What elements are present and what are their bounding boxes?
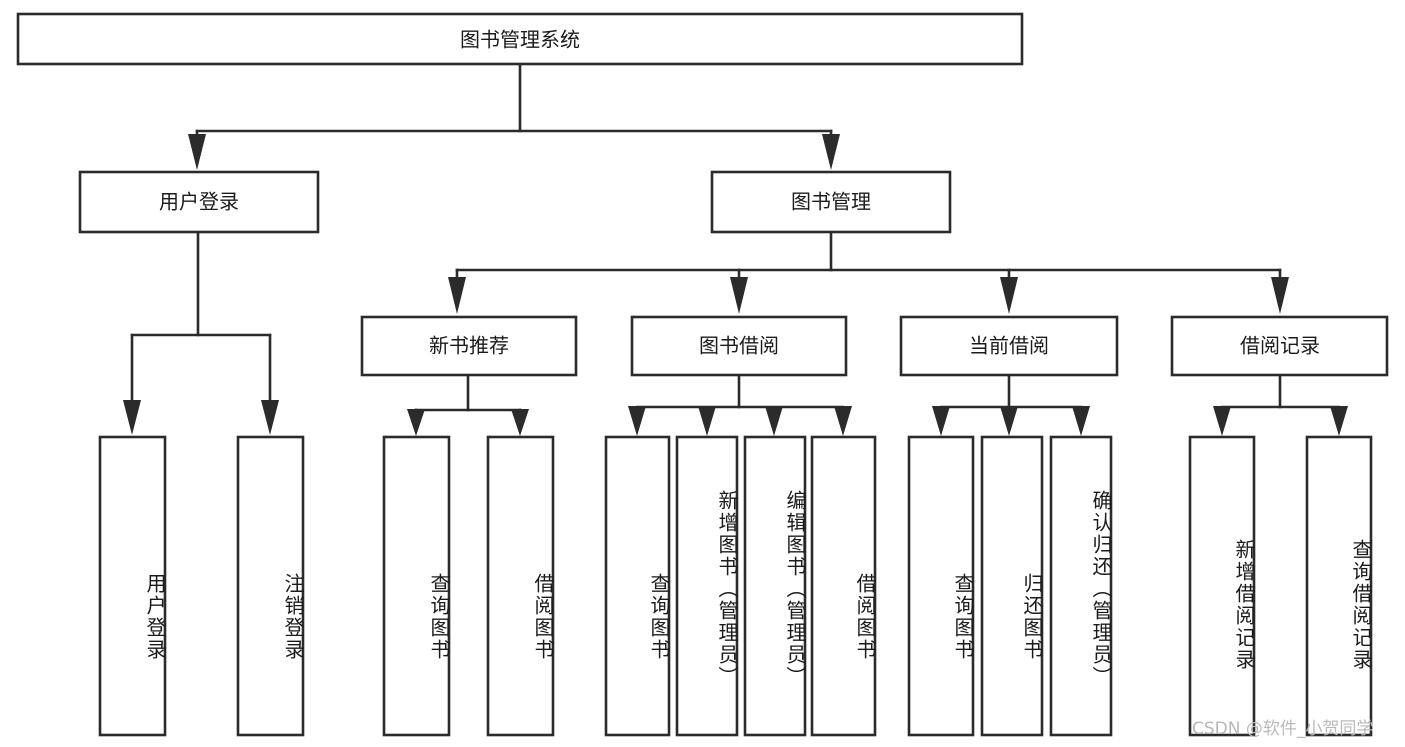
node-borrow-record[interactable]: 借阅记录	[1170, 315, 1389, 377]
node-book-manage[interactable]: 图书管理	[710, 170, 952, 234]
node-user-login-box[interactable]	[78, 170, 320, 234]
arrow-to-user-login-leaf	[123, 400, 141, 435]
leaf-box-confirm-return-admin[interactable]	[1049, 435, 1113, 737]
arrow-to-currentborrow-leaf-3	[1072, 406, 1090, 436]
arrow-to-borrowrecord-leaf-2	[1330, 406, 1348, 436]
arrow-to-user-login	[188, 134, 206, 170]
node-book-manage-box[interactable]	[710, 170, 952, 234]
node-book-borrow[interactable]: 图书借阅	[630, 315, 848, 377]
leaf-box-add-book-admin[interactable]	[675, 435, 739, 737]
arrow-to-currentborrow-leaf-1	[932, 406, 950, 436]
arrow-to-bookborrow-leaf-2	[698, 406, 716, 436]
node-new-book-recommend-label: 新书推荐	[429, 334, 509, 358]
arrow-to-bookborrow-leaf-3	[765, 406, 783, 436]
leaf-box-query-book-2[interactable]	[604, 435, 671, 737]
arrow-to-borrow-record	[1271, 277, 1289, 314]
node-borrow-record-box[interactable]	[1170, 315, 1389, 377]
arrow-to-logout-leaf	[261, 400, 279, 435]
node-borrow-record-label: 借阅记录	[1240, 334, 1320, 358]
leaf-box-return-book[interactable]	[980, 435, 1044, 737]
node-book-borrow-label: 图书借阅	[699, 334, 779, 358]
arrow-to-newbook-leaf-2	[511, 409, 529, 436]
node-current-borrow-box[interactable]	[899, 315, 1119, 377]
arrow-to-book-borrow	[730, 277, 748, 314]
node-current-borrow[interactable]: 当前借阅	[899, 315, 1119, 377]
node-book-borrow-box[interactable]	[630, 315, 848, 377]
node-book-manage-label: 图书管理	[791, 190, 871, 214]
leaf-box-user-login[interactable]	[98, 435, 167, 737]
leaf-box-query-book-1[interactable]	[382, 435, 451, 737]
arrow-to-new-book	[448, 277, 466, 314]
leaf-box-edit-book-admin[interactable]	[743, 435, 807, 737]
arrow-to-currentborrow-leaf-2	[1000, 406, 1018, 436]
leaf-box-add-borrow-record[interactable]	[1188, 435, 1256, 737]
arrow-to-borrowrecord-leaf-1	[1213, 406, 1231, 436]
node-root-label: 图书管理系统	[460, 28, 580, 52]
node-new-book-recommend-box[interactable]	[360, 315, 578, 377]
arrow-to-bookborrow-leaf-1	[628, 406, 646, 436]
node-user-login-label: 用户登录	[159, 190, 239, 214]
leaf-box-query-book-3[interactable]	[907, 435, 975, 737]
leaf-box-query-borrow-record[interactable]	[1305, 435, 1373, 737]
node-root-box[interactable]	[16, 12, 1024, 66]
leaf-box-borrow-book-2[interactable]	[810, 435, 877, 737]
connector-group	[123, 61, 1348, 436]
leaf-box-borrow-book-1[interactable]	[486, 435, 555, 737]
node-current-borrow-label: 当前借阅	[969, 334, 1049, 358]
arrow-to-newbook-leaf-1	[407, 409, 425, 436]
watermark-text: CSDN @软件_小贺同学	[1192, 719, 1374, 739]
node-user-login[interactable]: 用户登录	[78, 170, 320, 234]
node-root[interactable]: 图书管理系统	[16, 12, 1024, 66]
node-new-book-recommend[interactable]: 新书推荐	[360, 315, 578, 377]
leaf-box-logout[interactable]	[236, 435, 305, 737]
arrow-to-book-manage	[822, 134, 840, 170]
arrow-to-bookborrow-leaf-4	[834, 406, 852, 436]
arrow-to-current-borrow	[1000, 277, 1018, 314]
